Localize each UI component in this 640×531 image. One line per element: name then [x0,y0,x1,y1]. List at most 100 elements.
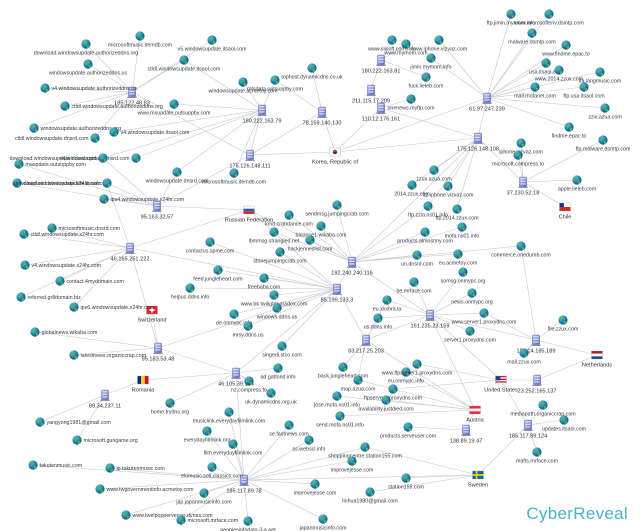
domain-node-linhua1980-gmail-com[interactable]: linhua1980@gmail.com [342,487,398,504]
domain-node-se-fastnews-com[interactable]: se.fastnews.com [269,420,309,437]
domain-node-ftp-2014-zzux-com[interactable]: ftp.2014.zzux.com [436,204,480,221]
server-node-46-105-39-134[interactable]: 46.105.39.134 [218,367,254,387]
domain-node-eu-onmypc-info[interactable]: eu.onmypc.info [388,367,424,384]
domain-node-eu-xxxhra-la[interactable]: eu.xxxhra.la [373,295,402,312]
domain-node-us-ddns-info[interactable]: us.ddns.info [364,313,393,330]
domain-node-mail-zzux-com[interactable]: mail.zzux.com [507,348,541,365]
domain-node-somsg-onmypc-org[interactable]: somsg.onmypc.org [441,267,486,284]
domain-node-stonejumpingcrab-com[interactable]: stonejumpingcrab.com [253,247,307,264]
domain-node-de-onmypc-info[interactable]: de.onmypc.info [216,309,252,326]
domain-node-send-mofa-ns01-info[interactable]: send.mofa.ns01.info [316,411,364,428]
domain-node-globalnews-wikaba-com[interactable]: globalnews.wikaba.com [30,327,98,337]
country-node-united-states[interactable]: United States [484,375,518,393]
server-node-89-34-237-11[interactable]: 89.34.237.11 [89,389,121,409]
domain-node-windows-ddns-us[interactable]: windows.ddns.us [257,303,298,320]
domain-node-back-jungleheart-com[interactable]: back.jungleheart.com [318,362,369,379]
domain-node-ipv4-windowsupdate-x24hr-com[interactable]: ipv4.windowsupdate.x24hr.com [99,194,185,204]
domain-node-ctldl-windowsupdate-authorizeddns-org[interactable]: ctldl.windowsupdate.authorizeddns.org [60,101,163,111]
domain-node-peoplesinfodata-3-a-net[interactable]: peoplesinfodata.3-a.net [220,516,276,531]
domain-node-commerce-onedumb-com[interactable]: commerce.onedumb.com [491,241,551,258]
domain-node-ftp-iphone-vizvaz-com[interactable]: ftp.iphone.vizvaz.com [423,181,475,198]
server-node-85-199-133-3[interactable]: 85.199.133.3 [321,283,354,303]
domain-node-www-twelpoppervenuo-dynas-com[interactable]: www.twelpoppervenuo.dynas.com [121,510,213,520]
server-node-185-122-48-83[interactable]: 185.122.48.83 [114,86,150,106]
domain-node-malware-dsmtp-com[interactable]: malware.dsmtp.com [508,28,556,45]
domain-node-www-2014-zzux-com[interactable]: www.2014.zzux.com [535,65,584,82]
domain-node-ekimusic-sell-classics-com[interactable]: ekimusic.sell.classics.com [181,462,243,479]
domain-node-www-msupdate-outsuppby-com[interactable]: www.msupdate.outsuppby.com [138,99,212,116]
domain-node-download-windowsupdate-itsaol-com[interactable]: download.windowsupdate.itsaol.com [12,178,110,188]
domain-node-apple-lieleb-com[interactable]: apple.lieleb.com [558,175,597,192]
domain-node-station155-com[interactable]: station155.com [388,473,425,490]
domain-node-japanmusicinfo-com[interactable]: japanmusicinfo.com [299,514,347,531]
domain-node-products-almostmy-com[interactable]: products.almostmy.com [397,227,453,244]
country-node-chile[interactable]: Chile [559,202,572,220]
domain-node-ifa-langmusic-com[interactable]: ifa.langmusic.com [579,67,622,84]
domain-node-microsoft-mrface-com[interactable]: microsoft.mrface.com [176,515,239,525]
domain-node-ipv6-windowsupdate-x24hr-com[interactable]: ipv6.windowsupdate.x24hr.com [69,302,155,312]
server-node-95-163-32-57[interactable]: 95.163.32.57 [141,200,174,220]
domain-node-zzix-azua-com[interactable]: zzix.azua.com [588,103,622,120]
server-node-95-183-53-48[interactable]: 95.183.53.48 [142,342,175,362]
domain-node-microsoftmusic-itemdb-com[interactable]: microsoftmusic.itemdb.com [108,31,173,48]
domain-node-ctldl-windowsupdate-dnsrd-com[interactable]: ctldl.windowsupdate.dnsrd.com [15,133,100,143]
domain-node-v5-windowsupdate-itsaol-com[interactable]: v5.windowsupdate.itsaol.com [178,35,247,52]
domain-node-onenews-myftp-com[interactable]: onenews.myftp.com [387,94,435,111]
server-node-37-230-52-18[interactable]: 37.230.52.18 [507,176,540,196]
domain-node-jp-takutenmusic-com[interactable]: jp.takutenmusic.com [105,463,165,473]
domain-node-ftp-usa-itsaol-com[interactable]: ftp.usa.itsaol.com [563,82,605,99]
server-node-161-235-23-159[interactable]: 161.235.23.159 [411,309,450,329]
domain-node-ftp-jimin-mymom-info[interactable]: ftp.jimin.mymom.info [487,9,536,26]
server-node-180-222-163-79[interactable]: 180.222.163.79 [243,104,282,124]
domain-node-referred-gr8domain-biz[interactable]: referred.gr8domain.biz [16,292,81,302]
domain-node-hackjenneslist-com[interactable]: hackjenneslist.com [288,235,333,252]
server-node-185-117-89-124[interactable]: 185.117.89.124 [509,419,547,439]
domain-node-availability-justdied-com[interactable]: availability.justdied.com [358,395,414,412]
domain-node-zzux-azua-com[interactable]: zzux.azua.com [416,165,452,182]
domain-node-nz-compress-to[interactable]: nz.compress.to [231,376,267,393]
domain-node-www-ftpserver1-proxydns-com[interactable]: www.ftpserver1.proxydns.com [382,359,453,376]
domain-node-ad-gattond-info[interactable]: ad.gattond.info [260,363,296,380]
domain-node-ftp-zzia-ns01-info[interactable]: ftp.zzia.ns01.info [408,201,448,218]
domain-node-latestnews-organiccrap-com[interactable]: latestnews.organiccrap.com [69,350,147,360]
domain-node-download-windowsupdate-dnsrd-com[interactable]: download.windowsupdate.dnsrd.com [10,153,108,163]
domain-node-ftp-malware-dsmtp-com[interactable]: ftp.malware.dsmtp.com [576,135,631,152]
server-node-138-89-19-47[interactable]: 138.89.19.47 [450,424,483,444]
country-node-russian-federation[interactable]: Russian Federation [225,205,274,223]
domain-node-mediapath-organiccrap-com[interactable]: mediapath.organiccrap.com [510,400,576,417]
domain-node-ss-webscl-info[interactable]: ss.webscl.info [293,435,326,452]
domain-node-server1-proxydns-com[interactable]: server1.proxydns.com [444,326,497,343]
domain-node-musiclink-everydayfilmlink-com[interactable]: musiclink.everydayfilmlink.com [193,407,266,424]
domain-node-usa-itsaol-com[interactable]: usa.itsaol.com [529,58,564,75]
domain-node-improvejesse-com[interactable]: improvejesse.com [331,456,374,473]
country-node-sweden[interactable]: Sweden [468,470,488,488]
server-node-211-115-17-209[interactable]: 211.115.17.209 [352,84,390,104]
server-node-192-240-240-116[interactable]: 192.240.240.116 [331,256,373,276]
country-node-switzerland[interactable]: Switzerland [138,305,167,323]
domain-node-singedi-stco-com[interactable]: singedi.stco.com [262,341,302,358]
domain-node-2014-zzux-com[interactable]: 2014.zzux.com [394,180,430,197]
server-node-175-126-148-111[interactable]: 175.126.148.111 [229,149,271,169]
domain-node-maspdate-outsuppby-com[interactable]: maspdate.outsuppby.com [14,159,86,169]
domain-node-jap-japanmusicinfo-com[interactable]: jap.japanmusicinfo.com [175,488,232,505]
domain-node-v4-windowsupdate-authorizeddns-us[interactable]: v4.windowsupdate.authorizeddns.us [40,83,137,93]
server-node-185-117-89-78[interactable]: 185.117.89.78 [226,474,262,494]
server-node-61-97-247-239[interactable]: 61.97.247.239 [469,92,505,112]
domain-node-jimin-mymom-info[interactable]: jimin.mymom.info [409,53,452,70]
domain-node-www-findme-epac-to[interactable]: www.findme.epac.to [542,40,590,57]
domain-node-contactus-spme-com[interactable]: contactus.spme.com [186,237,235,254]
domain-node-shoppingcentre-station155-com[interactable]: shoppingcentre.station155.com [328,442,402,459]
country-node-romania[interactable]: Romania [132,375,155,393]
domain-node-yangyong1981-gmail-com[interactable]: yangyong1981@gmail.com [35,417,111,427]
server-node-78-159-140-130[interactable]: 78.159.140.130 [303,106,342,126]
domain-node-v4-windowsupdate-itsaol-com[interactable]: v4.windowsupdate.itsaol.com [109,127,190,137]
domain-node-www-mymom-com[interactable]: www.mymom.com [385,39,429,56]
server-node-23-252-165-137[interactable]: 23.252.165.137 [518,374,557,394]
domain-node-download-windowsupdate-x24hr-com[interactable]: download.windowsupdate.x24hr.com [14,178,112,188]
country-node-netherlands[interactable]: Netherlands [582,350,612,368]
domain-node-mofa-ns01-info[interactable]: mofa.ns01.info [445,222,480,239]
domain-node-mail-mofanet-com[interactable]: mail.mofanet.com [514,82,556,99]
domain-node-mrsy-ddns-us[interactable]: mrsy.ddns.us [232,321,264,338]
domain-node-uk-dynamicdns-org-uk[interactable]: uk.dynamicdns.org.uk [245,388,297,405]
domain-node-findme-epac-to[interactable]: findme.epac.to [552,122,587,139]
